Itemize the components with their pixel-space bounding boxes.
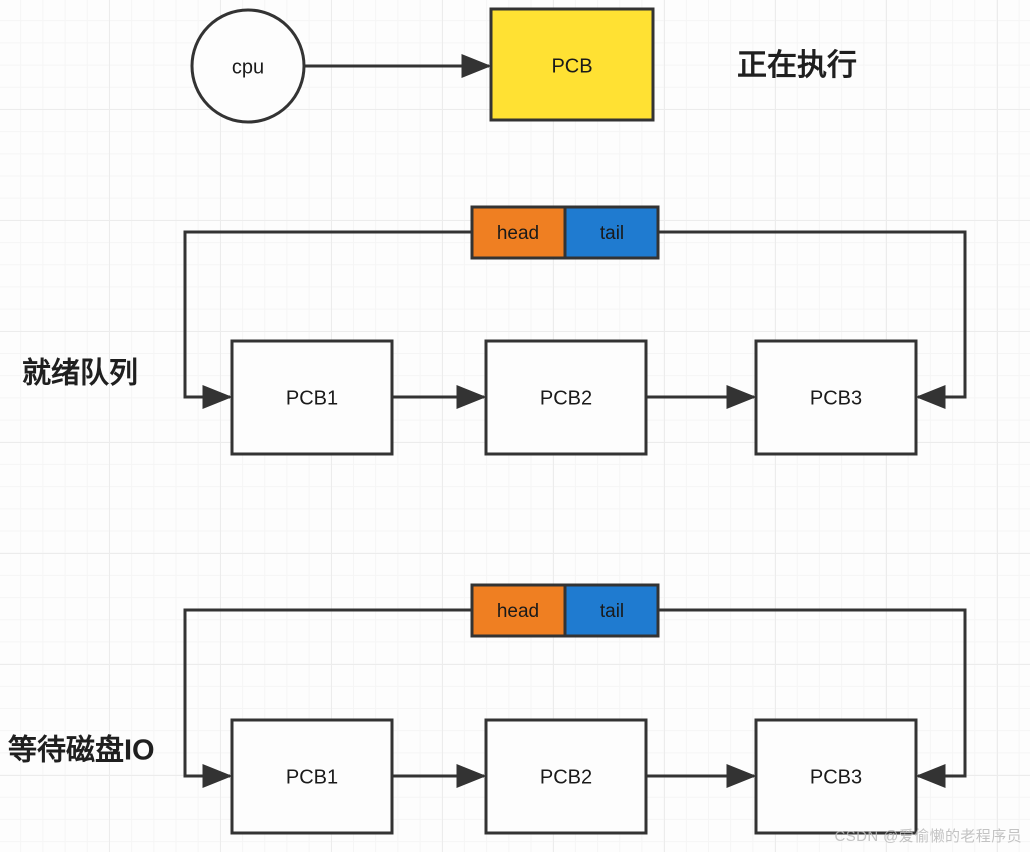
connector-ready-tail-to-pcb3 [658,230,967,409]
wait-tail-label: tail [600,601,624,622]
ready-head-box[interactable] [470,205,567,260]
ready-head-label: head [497,223,539,244]
ready-pcb2-label: PCB2 [540,387,592,409]
wait-queue-group: head tail PCB1 PCB2 PCB3 等待磁盘IO [8,583,967,835]
wait-head-box[interactable] [470,583,567,638]
connector-wait-head-to-pcb1 [183,608,472,788]
ready-pcb3-label: PCB3 [810,387,862,409]
ready-pcb3-box[interactable] [754,339,918,456]
ready-pcb2-box[interactable] [484,339,648,456]
ready-queue-title: 就绪队列 [22,356,138,390]
wait-head-label: head [497,601,539,622]
wait-pcb2-box[interactable] [484,718,648,835]
connector-ready-head-to-pcb1 [183,230,472,409]
cpu-label: cpu [232,56,264,78]
wait-pcb3-box[interactable] [754,718,918,835]
wait-pcb1-label: PCB1 [286,766,338,788]
ready-queue-group: head tail PCB1 PCB2 PCB3 就绪队列 [22,205,967,456]
running-pcb-label: PCB [551,55,592,77]
running-pcb-box[interactable] [489,7,655,122]
ready-tail-box[interactable] [563,205,660,260]
cpu-circle[interactable] [190,8,306,124]
wait-queue-title: 等待磁盘IO [8,733,155,767]
wait-pcb1-box[interactable] [230,718,394,835]
ready-pcb1-box[interactable] [230,339,394,456]
running-state-label: 正在执行 [737,49,857,82]
wait-pcb3-label: PCB3 [810,766,862,788]
ready-pcb1-label: PCB1 [286,387,338,409]
ready-tail-label: tail [600,223,624,244]
wait-tail-box[interactable] [563,583,660,638]
wait-pcb2-label: PCB2 [540,766,592,788]
running-process-group: cpu PCB 正在执行 [190,7,857,124]
connector-wait-tail-to-pcb3 [658,608,967,788]
